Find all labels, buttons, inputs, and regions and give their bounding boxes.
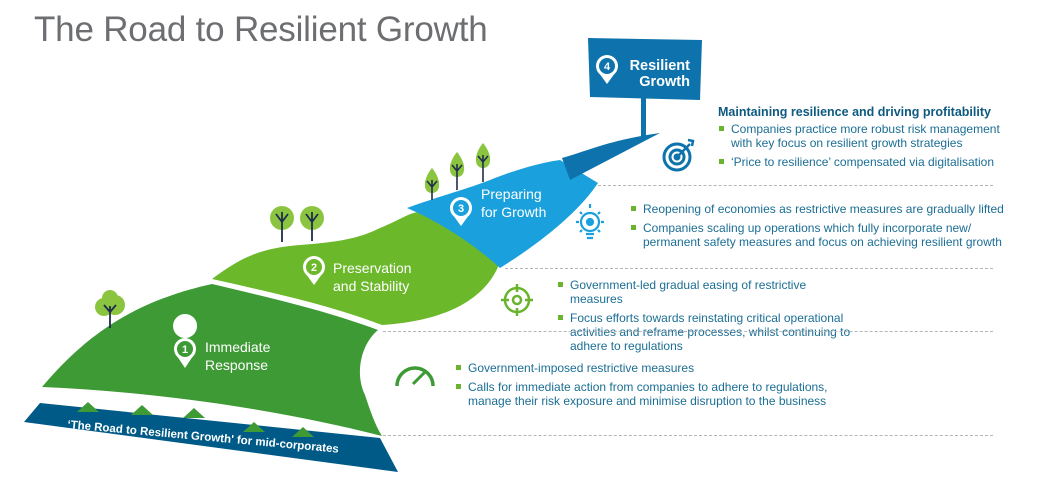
banner-markers [77,402,314,437]
stage-1-pin [173,314,198,368]
road-banner [24,403,398,472]
stage-3-label-line1: Preparing [481,186,542,202]
stage-1-hill [42,284,382,436]
stage-4-label-line2: Growth [639,74,690,90]
divider [505,268,993,269]
page-title: The Road to Resilient Growth [34,10,488,49]
stage-1-label: Immediate Response [205,338,270,374]
stage-4-label-line1: Resilient [629,58,690,74]
stage-3-label-line2: for Growth [481,204,547,220]
panel-resilient-growth: Maintaining resilience and driving profi… [718,105,1008,174]
panel-preparing-for-growth: Reopening of economies as restrictive me… [630,202,1010,254]
tree [270,206,294,242]
speedometer-icon [395,366,435,387]
bullet-item: Focus efforts towards reinstating critic… [557,311,862,353]
tree [95,290,125,328]
stage-2-number: 2 [311,262,317,274]
banner-marker [292,427,314,437]
divider [598,185,993,186]
tree [424,168,440,200]
panel-preservation-and-stability: Government-led gradual easing of restric… [557,278,862,358]
banner-marker [77,402,99,412]
bullet-item: Reopening of economies as restrictive me… [630,202,1010,216]
stage-4-pin [596,55,618,84]
bullet-item: Calls for immediate action from companie… [455,380,835,408]
stage-2-pin [303,256,325,285]
stage-3-label: Preparing for Growth [481,185,546,221]
bullet-item: Government-imposed restrictive measures [455,361,835,375]
stage-4-number: 4 [604,61,611,73]
stage-3-number: 3 [458,203,464,215]
stage-3-pin [450,197,472,226]
divider [383,435,993,436]
stage-2-label: Preservation and Stability [333,259,412,295]
stage-2-label-line1: Preservation [333,260,412,276]
bullseye-arrow-icon [662,138,695,172]
stage-1-number: 1 [182,344,188,356]
banner-marker [131,405,153,415]
stage-4-road [562,133,660,180]
tree [475,143,491,182]
bullet-item: ‘Price to resilience’ compensated via di… [718,155,1008,169]
stage-1-label-line2: Response [205,357,269,373]
banner-marker [243,422,265,432]
banner-marker [183,408,205,418]
crosshair-target-icon [501,284,533,316]
bullet-item: Government-led gradual easing of restric… [557,278,862,306]
tree [449,152,465,190]
stage-1-label-line1: Immediate [205,339,271,355]
panel-heading: Maintaining resilience and driving profi… [718,105,991,119]
stage-3-road [407,160,598,268]
bullet-item: Companies practice more robust risk mana… [718,122,1008,150]
signpost-board [588,38,702,100]
stage-2-label-line2: and Stability [333,278,410,294]
stage-2-hill [212,212,500,325]
stage-4-label: Resilient Growth [626,58,690,90]
lightbulb-gear-icon [576,204,604,240]
divider [383,331,993,332]
panel-immediate-response: Government-imposed restrictive measures … [455,361,835,413]
bullet-item: Companies scaling up operations which fu… [630,221,1010,249]
signpost-pole [641,98,646,138]
tree [300,206,324,241]
